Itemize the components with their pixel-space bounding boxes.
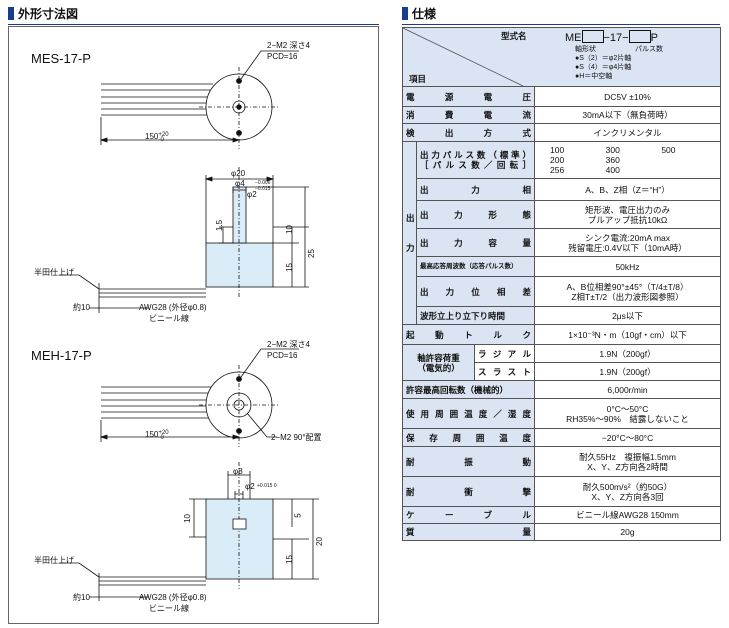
mes-dim-1-5: 1.5 xyxy=(215,219,225,232)
mes-shaft-diameter: φ4 xyxy=(235,179,245,188)
table-row: 最高応答周波数（応答パルス数）50kHz xyxy=(403,256,721,277)
output-group-label: 出力 xyxy=(402,141,417,325)
mes-hole-note: 2−M2 深さ4 xyxy=(267,41,310,50)
mes-dim-15: 15 xyxy=(284,263,294,272)
mes-strip-length: 約10 xyxy=(73,303,90,312)
table-row: 保存周囲温度−20°C〜80°C xyxy=(402,428,721,447)
right-section-title: 仕様 xyxy=(412,7,437,21)
meh-awg: AWG28 (外径φ0.8) xyxy=(139,593,207,602)
meh-dim-5: 5 xyxy=(293,513,303,518)
meh-pcd: PCD=16 xyxy=(267,351,298,360)
meh-hole-note-2: 2−M2 90°配置 xyxy=(271,433,322,442)
model-label-mes: MES-17-P xyxy=(31,51,91,66)
model-code: ME−17−P xyxy=(565,30,658,44)
table-row: ケーブルビニール線AWG28 150mm xyxy=(402,506,721,524)
model-label-meh: MEH-17-P xyxy=(31,348,92,363)
table-row: 耐衝撃耐久500m/s²（約50G）X、Y、Z方向各3回 xyxy=(402,476,721,507)
type-label: 型式名 xyxy=(501,31,527,41)
mes-dim-25: 25 xyxy=(306,249,316,258)
meh-strip-length: 約10 xyxy=(73,593,90,602)
header-diagonal xyxy=(403,28,524,86)
header-underline xyxy=(8,24,379,25)
table-row: 検出方式インクリメンタル xyxy=(402,123,721,142)
meh-hole-diameter: φ2 xyxy=(245,482,255,491)
right-section-header: 仕様 xyxy=(402,6,720,25)
header-underline xyxy=(402,24,720,25)
mes-shaft-tol-1: −0.006 xyxy=(255,180,271,186)
shaft-option-1: ●S（2）＝φ2片軸 xyxy=(575,55,632,62)
item-label: 項目 xyxy=(409,74,427,84)
table-row: 許容最高回転数（機械的）6,000r/min xyxy=(402,380,721,399)
shaft-option-2: ●S（4）＝φ4片軸 xyxy=(575,64,632,71)
shaft-option-3: ●H＝中空軸 xyxy=(575,73,613,80)
mes-diameter: φ20 xyxy=(231,169,246,178)
meh-vinyl: ビニール線 xyxy=(149,604,189,613)
left-section-title: 外形寸法図 xyxy=(18,7,79,21)
mes-dim-10: 10 xyxy=(284,225,294,234)
mes-vinyl: ビニール線 xyxy=(149,314,189,323)
meh-dim-10: 10 xyxy=(182,514,192,523)
meh-hole-note: 2−M2 深さ4 xyxy=(267,340,310,349)
header-bar-icon xyxy=(402,7,408,20)
shaft-load-label: 軸許容荷重（電気的） xyxy=(402,344,475,381)
left-section-header: 外形寸法図 xyxy=(8,6,379,25)
meh-dim-20: 20 xyxy=(314,537,324,546)
spec-table: 型式名 項目 ME−17−P 軸形状 パルス数 ●S（2）＝φ2片軸 ●S（4）… xyxy=(402,27,721,541)
meh-solder-note: 半田仕上げ xyxy=(34,556,74,565)
mes-cable-length: 150+200 xyxy=(145,132,169,143)
header-cell: 型式名 項目 ME−17−P 軸形状 パルス数 ●S（2）＝φ2片軸 ●S（4）… xyxy=(402,27,721,87)
shaft-label: 軸形状 xyxy=(575,46,596,53)
mes-awg: AWG28 (外径φ0.8) xyxy=(139,303,207,312)
dimension-drawing xyxy=(59,50,319,601)
meh-hole-tol: +0.015 0 xyxy=(257,483,277,489)
mes-flat-diameter: φ2 xyxy=(247,190,257,199)
dimension-drawing-panel: MES-17-P 2−M2 深さ4 PCD=16 150+200 φ20 φ4 … xyxy=(8,26,379,624)
meh-diameter: φ8 xyxy=(233,467,243,476)
mes-pcd: PCD=16 xyxy=(267,52,298,61)
meh-dim-15: 15 xyxy=(284,555,294,564)
mes-shaft-tol-2: −0.015 xyxy=(255,186,271,192)
meh-cable-length: 150+200 xyxy=(145,430,169,441)
header-bar-icon xyxy=(8,7,14,20)
pulse-label: パルス数 xyxy=(635,46,663,53)
table-header-row: 型式名 項目 ME−17−P 軸形状 パルス数 ●S（2）＝φ2片軸 ●S（4）… xyxy=(402,27,721,87)
mes-solder-note: 半田仕上げ xyxy=(34,268,74,277)
table-row: 出力形態矩形波、電圧出力のみプルアップ抵抗10kΩ xyxy=(403,200,721,229)
